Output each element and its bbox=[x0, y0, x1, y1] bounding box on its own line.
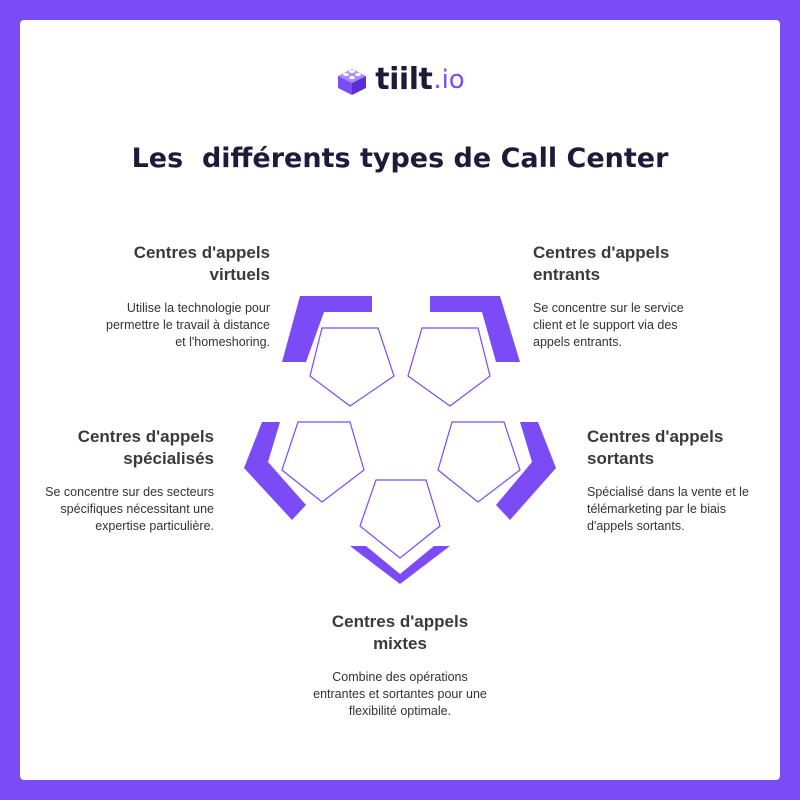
type-description: Se concentre sur le service client et le… bbox=[533, 301, 684, 349]
type-heading: Centres d'appels mixtes bbox=[331, 612, 469, 653]
bracket-entrants bbox=[430, 296, 520, 362]
type-specialises: Centres d'appels spécialisés Se concentr… bbox=[14, 426, 214, 535]
type-mixtes: Centres d'appels mixtes Combine des opér… bbox=[290, 611, 510, 720]
pentagon-entrants bbox=[407, 327, 491, 407]
brand-logo: tiilt.io bbox=[0, 62, 800, 97]
content-card bbox=[20, 20, 780, 780]
type-description: Utilise la technologie pour permettre le… bbox=[106, 301, 270, 349]
bracket-sortants bbox=[496, 422, 556, 520]
pentagon-virtuels bbox=[309, 327, 395, 407]
pentagon-specialises bbox=[281, 421, 365, 503]
brand-name: tiilt bbox=[375, 62, 433, 97]
brand-suffix: .io bbox=[433, 64, 465, 95]
pentagon-sortants bbox=[437, 421, 521, 503]
lego-brick-icon bbox=[338, 68, 367, 95]
type-description: Combine des opérations entrantes et sort… bbox=[313, 670, 487, 718]
bracket-mixtes bbox=[350, 546, 450, 584]
type-sortants: Centres d'appels sortants Spécialisé dan… bbox=[587, 426, 787, 535]
bracket-virtuels bbox=[282, 296, 372, 362]
type-virtuels: Centres d'appels virtuels Utilise la tec… bbox=[70, 242, 270, 351]
type-entrants: Centres d'appels entrants Se concentre s… bbox=[533, 242, 753, 351]
type-description: Spécialisé dans la vente et le télémarke… bbox=[587, 485, 749, 533]
pentagon-mixtes bbox=[359, 479, 441, 559]
page-title: Les différents types de Call Center bbox=[131, 143, 669, 174]
type-heading: Centres d'appels sortants bbox=[587, 427, 724, 468]
bracket-specialises bbox=[244, 422, 306, 520]
type-heading: Centres d'appels entrants bbox=[533, 243, 670, 284]
type-heading: Centres d'appels virtuels bbox=[133, 243, 270, 284]
type-heading: Centres d'appels spécialisés bbox=[77, 427, 214, 468]
type-description: Se concentre sur des secteurs spécifique… bbox=[45, 485, 214, 533]
